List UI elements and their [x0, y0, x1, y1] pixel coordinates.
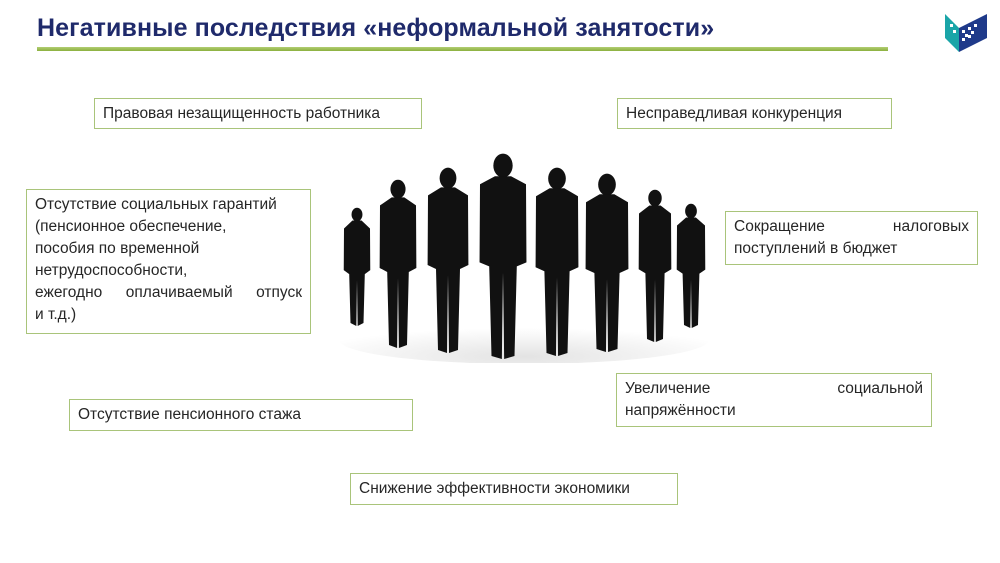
person-silhouette	[379, 179, 417, 348]
box-text-line: Увеличение социальной	[625, 380, 923, 397]
box-text-line: поступлений в бюджет	[734, 240, 898, 257]
box-text-line: напряжённости	[625, 402, 736, 419]
box-economy-efficiency: Снижение эффективности экономики	[350, 473, 678, 505]
person-silhouette	[479, 153, 527, 359]
box-social-tension: Увеличение социальной напряжённости	[616, 373, 932, 427]
box-text: Снижение эффективности экономики	[359, 480, 630, 497]
slide-title: Негативные последствия «неформальной зан…	[37, 14, 715, 42]
title-underline	[37, 47, 888, 51]
box-text-line: (пенсионное обеспечение,	[35, 218, 227, 235]
box-text-line: нетрудоспособности,	[35, 262, 188, 279]
person-silhouette	[585, 173, 629, 352]
person-silhouette	[343, 207, 371, 326]
box-no-pension-record: Отсутствие пенсионного стажа	[69, 399, 413, 431]
box-text-line: Сокращение налоговых	[734, 218, 969, 235]
box-text-line: Отсутствие социальных гарантий	[35, 196, 277, 213]
box-text: Отсутствие пенсионного стажа	[78, 406, 301, 423]
company-logo	[945, 14, 987, 52]
person-silhouette	[427, 167, 469, 353]
box-text: Несправедливая конкуренция	[626, 105, 843, 122]
person-silhouette	[535, 167, 579, 356]
person-silhouette	[638, 189, 672, 342]
box-text: Правовая незащищенность работника	[103, 105, 381, 122]
box-no-social-guarantees: Отсутствие социальных гарантий (пенсионн…	[26, 189, 311, 334]
box-text-line: и т.д.)	[35, 306, 77, 323]
box-text-line: пособия по временной	[35, 240, 200, 257]
box-unfair-competition: Несправедливая конкуренция	[617, 98, 892, 129]
box-legal-insecurity: Правовая незащищенность работника	[94, 98, 422, 129]
box-text-line: ежегодно оплачиваемый отпуск	[35, 284, 302, 301]
box-tax-revenue: Сокращение налоговых поступлений в бюдже…	[725, 211, 978, 265]
person-silhouette	[676, 203, 706, 328]
business-people-silhouettes-image	[339, 153, 709, 363]
